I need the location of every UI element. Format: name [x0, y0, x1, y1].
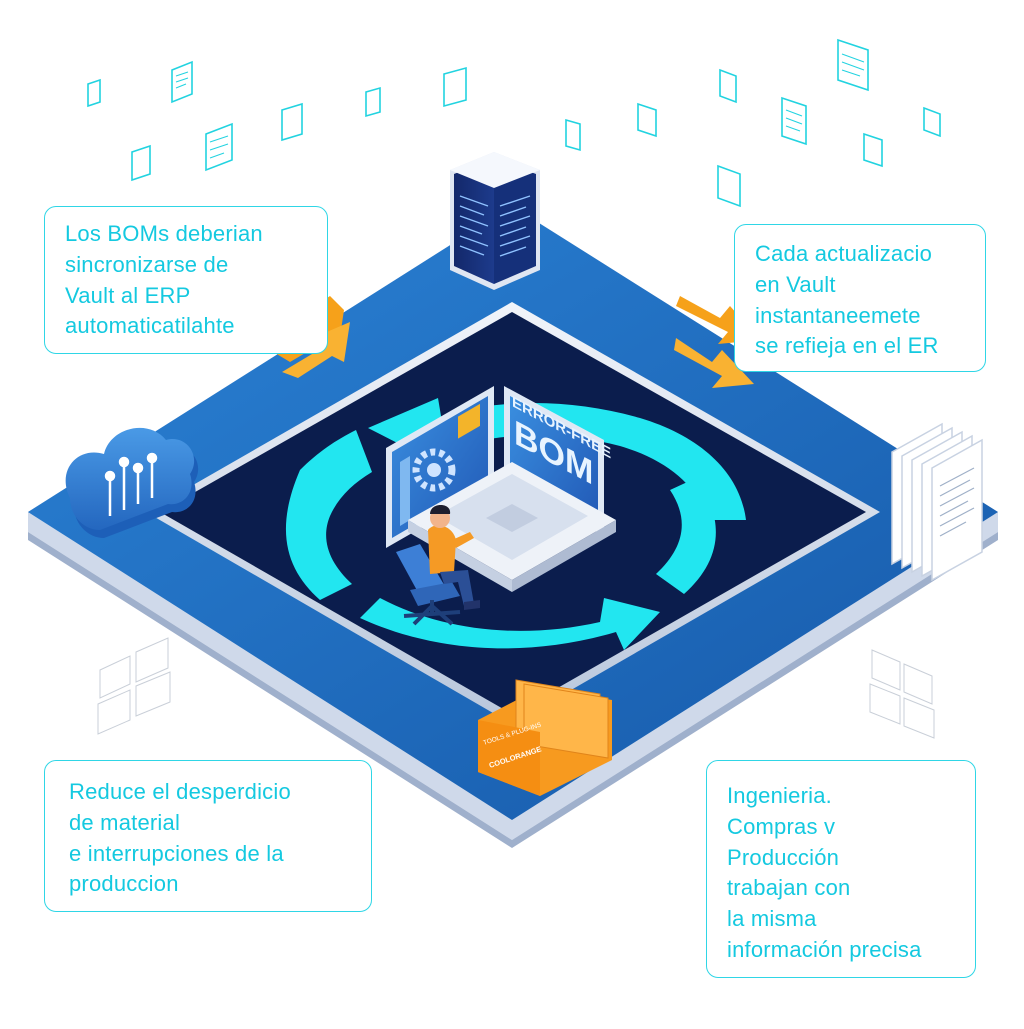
- document-icon: [443, 66, 467, 108]
- callout-line: en Vault: [755, 271, 836, 297]
- document-icon: [717, 164, 741, 208]
- document-icon: [131, 144, 151, 182]
- server-tower-icon: [450, 152, 540, 290]
- callout-top-right: Cada actualizacio en Vault instantaneeme…: [734, 224, 986, 372]
- callout-line: información precisa: [727, 936, 922, 962]
- callout-top-left: Los BOMs deberian sincronizarse de Vault…: [44, 206, 328, 354]
- workstation: [386, 386, 616, 592]
- callout-line: sincronizarse de: [65, 251, 229, 277]
- callout-line: Los BOMs deberian: [65, 221, 263, 246]
- callout-line: se refieja en el ER: [755, 333, 939, 359]
- document-icon: [637, 102, 657, 138]
- callout-line: produccion: [69, 871, 179, 897]
- floating-sketches-left: [97, 637, 171, 735]
- callout-line: Cada actualizacio: [755, 241, 933, 266]
- document-icon: [719, 68, 737, 104]
- callout-bottom-left: Reduce el desperdicio de material e inte…: [44, 760, 372, 912]
- callout-line: e interrupciones de la: [69, 840, 284, 866]
- callout-bottom-right: Ingenieria. Compras v Producción trabaja…: [706, 760, 976, 978]
- plugin-box: TOOLS & PLUG-INS COOLORANGE: [478, 679, 612, 796]
- callout-line: Ingenieria.: [727, 783, 832, 808]
- document-icon: [837, 38, 869, 92]
- cloud-network-icon: [65, 427, 199, 538]
- document-icon: [171, 60, 193, 104]
- document-icon: [565, 118, 581, 152]
- callout-line: Producción: [727, 844, 840, 870]
- right-monitor: [504, 386, 604, 536]
- callout-line: trabajan con: [727, 875, 851, 901]
- floating-documents: [87, 38, 941, 208]
- callout-line: Vault al ERP: [65, 282, 191, 308]
- document-icon: [365, 86, 381, 118]
- callout-line: Compras v: [727, 813, 836, 839]
- document-icon: [863, 132, 883, 168]
- engineer-at-laptop-icon: [396, 505, 480, 626]
- callout-line: instantaneemete: [755, 302, 921, 328]
- callout-line: Reduce el desperdicio: [69, 779, 291, 804]
- document-icon: [87, 78, 101, 108]
- document-stack-icon: [891, 422, 983, 582]
- callout-line: la misma: [727, 906, 817, 932]
- callout-line: automaticatilahte: [65, 313, 235, 339]
- left-monitor: [386, 386, 494, 548]
- document-icon: [923, 106, 941, 138]
- document-icon: [281, 102, 303, 142]
- callout-line: de material: [69, 809, 181, 835]
- floating-sketches-right: [869, 649, 935, 739]
